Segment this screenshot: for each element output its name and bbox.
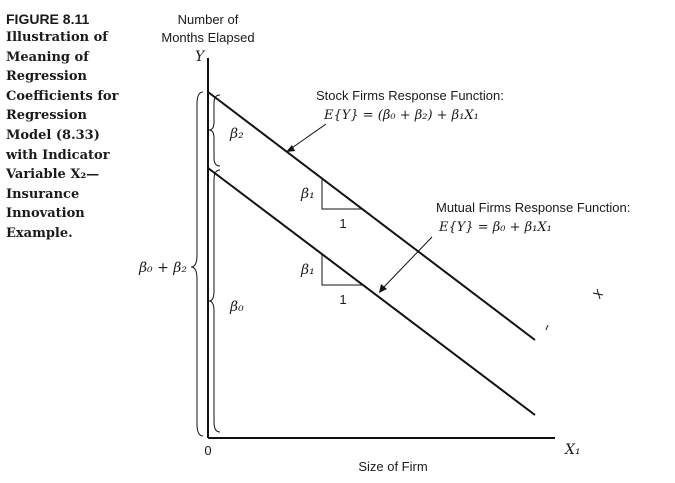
beta2-label: β₂ — [229, 126, 244, 142]
beta0-label: β₀ — [229, 299, 244, 315]
figure-description: Illustration of Meaning of Regression Co… — [6, 30, 119, 241]
y-axis-title-line1: Number of — [178, 12, 239, 27]
x-axis-symbol: X₁ — [564, 442, 581, 458]
upper-slope-beta1: β₁ — [300, 186, 315, 202]
lower-slope-run: 1 — [339, 292, 346, 307]
beta0-plus-beta2-label: β₀ + β₂ — [138, 260, 187, 276]
stock-function-equation: E{Y} = (β₀ + β₂) + β₁X₁ — [323, 108, 479, 123]
y-axis-title-line2: Months Elapsed — [161, 30, 254, 45]
stock-function-title: Stock Firms Response Function: — [316, 88, 504, 103]
figure-caption: FIGURE 8.11 Illustration of Meaning of R… — [6, 10, 124, 244]
beta2-brace — [208, 94, 221, 167]
lower-slope-beta1: β₁ — [300, 262, 315, 278]
upper-slope-triangle — [321, 178, 363, 210]
stray-mark — [545, 324, 549, 331]
mutual-function-equation: E{Y} = β₀ + β₁X₁ — [438, 220, 552, 235]
stock-firms-line — [207, 91, 536, 341]
mutual-arrowhead — [379, 284, 387, 293]
figure-number: FIGURE 8.11 — [6, 11, 90, 27]
stock-arrow — [288, 123, 327, 151]
beta0-plus-beta2-brace — [190, 91, 204, 437]
mutual-firms-line — [207, 167, 536, 416]
stray-mark — [592, 288, 604, 300]
mutual-function-title: Mutual Firms Response Function: — [436, 200, 630, 215]
stock-arrowhead — [286, 145, 295, 152]
y-axis-symbol: Y — [195, 49, 206, 65]
x-axis-title: Size of Firm — [358, 459, 427, 474]
upper-slope-run: 1 — [339, 216, 346, 231]
origin-label: 0 — [204, 443, 211, 458]
beta0-brace — [208, 169, 221, 433]
mutual-arrow — [381, 236, 433, 290]
lower-slope-triangle — [321, 254, 363, 286]
